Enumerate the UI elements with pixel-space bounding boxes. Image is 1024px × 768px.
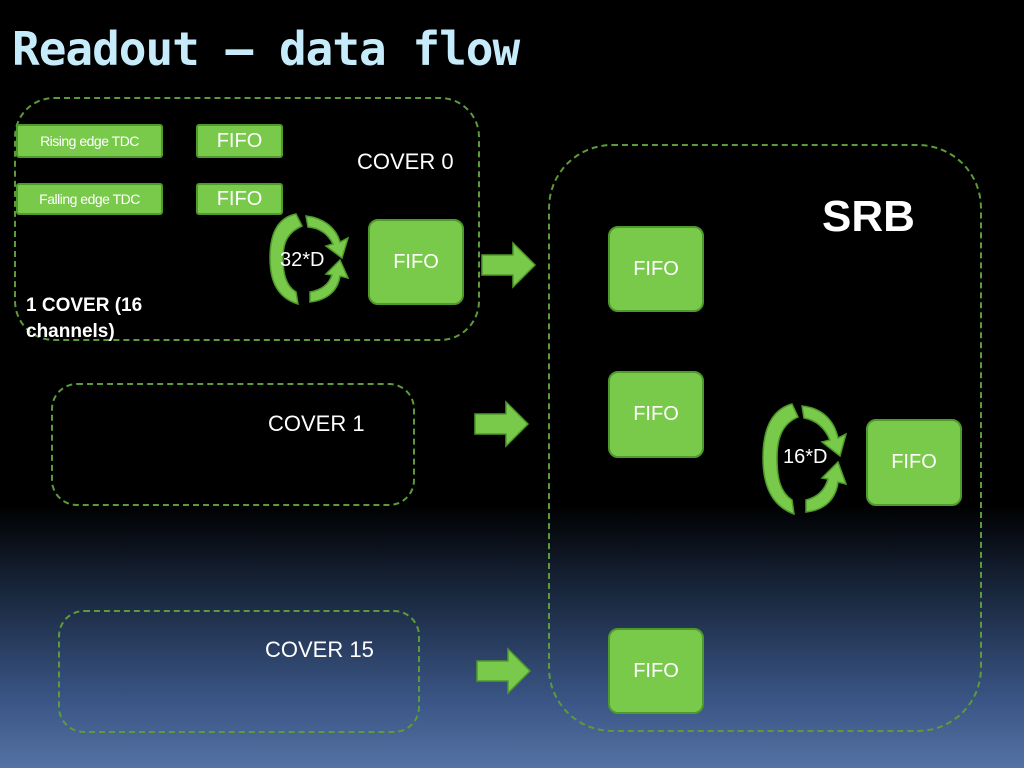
cover-0-to-srb-arrow-icon (481, 241, 537, 289)
cover-1-to-srb-arrow-icon (474, 400, 530, 448)
cover-0-group (14, 97, 480, 341)
cover-1-label: COVER 1 (268, 411, 365, 436)
page-title: Readout – data flow (12, 22, 520, 76)
srb-loop-label: 16*D (783, 446, 828, 468)
cover-15-to-srb-arrow-icon (476, 647, 532, 695)
srb-fifo-1: FIFO (608, 226, 704, 312)
cover-15-group (58, 610, 420, 733)
cover-0-loop-label: 32*D (280, 249, 325, 271)
falling-fifo-box: FIFO (196, 183, 283, 215)
cover-note: 1 COVER (16 channels) (26, 295, 143, 342)
cover-0-loop-arrows-icon (269, 213, 350, 306)
cover-0-label: COVER 0 (357, 149, 454, 174)
srb-fifo-3: FIFO (608, 628, 704, 714)
rising-edge-tdc-box: Rising edge TDC (16, 124, 163, 158)
srb-group (548, 144, 982, 732)
srb-fifo-2: FIFO (608, 371, 704, 458)
falling-edge-tdc-box: Falling edge TDC (16, 183, 163, 215)
cover-0-output-fifo: FIFO (368, 219, 464, 305)
srb-loop-arrows-icon (762, 403, 848, 516)
srb-label: SRB (822, 192, 915, 241)
rising-fifo-box: FIFO (196, 124, 283, 158)
cover-1-group (51, 383, 415, 506)
srb-output-fifo: FIFO (866, 419, 962, 506)
cover-15-label: COVER 15 (265, 637, 374, 662)
